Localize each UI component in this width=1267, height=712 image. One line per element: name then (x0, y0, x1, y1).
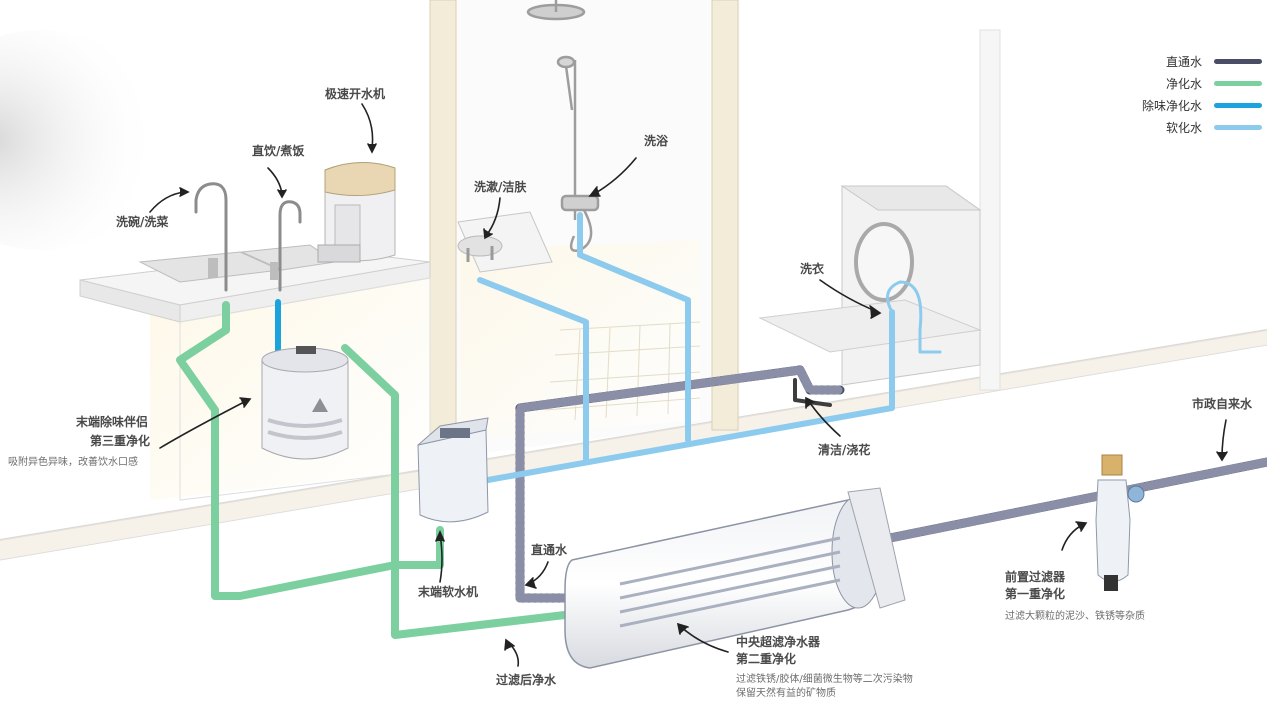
pre-filter (1095, 454, 1145, 591)
stage-third-subtitle: 第三重净化 (90, 434, 151, 448)
legend-swatch (1214, 102, 1262, 108)
callout-arrows (149, 103, 1228, 667)
label-clean-water-plants: 清洁/浇花 (818, 443, 871, 457)
legend-swatch (1214, 80, 1262, 86)
direct-water-pipes (515, 365, 1267, 603)
label-shower: 洗浴 (644, 134, 669, 148)
legend-swatch (1214, 58, 1262, 64)
stage-first-desc: 过滤大颗粒的泥沙、铁锈等杂质 (1005, 611, 1145, 622)
stage-first-subtitle: 第一重净化 (1005, 587, 1066, 601)
stage-third-title: 末端除味伴侣 (76, 415, 149, 429)
ultrafilter-tank (564, 487, 906, 669)
legend-item-deodorized: 除味净化水 (1142, 94, 1262, 116)
label-filtered-water: 过滤后净水 (496, 673, 557, 687)
kitchen-faucets (194, 182, 302, 292)
legend-item-purified: 净化水 (1142, 72, 1262, 94)
deodorizer-unit (261, 346, 349, 460)
label-softener: 末端软水机 (418, 585, 479, 599)
softener-unit (417, 417, 489, 523)
stage-second-title: 中央超滤净水器 (736, 635, 821, 649)
purified-water-pipes (176, 301, 594, 639)
stage-third-desc: 吸附异色异味，改善饮水口感 (8, 457, 138, 468)
legend-label: 除味净化水 (1141, 98, 1202, 113)
legend-item-softened: 软化水 (1142, 116, 1262, 138)
label-direct-water: 直通水 (531, 543, 568, 557)
label-laundry: 洗衣 (800, 262, 825, 276)
label-drink-cook: 直饮/煮饭 (252, 144, 305, 158)
water-boiler (317, 161, 396, 263)
label-water-boiler: 极速开水机 (325, 87, 386, 101)
washing-machine (758, 185, 982, 386)
stage-second-subtitle: 第二重净化 (736, 652, 797, 666)
legend-item-direct: 直通水 (1142, 50, 1262, 72)
stage-second-desc-2: 保留天然有益的矿物质 (736, 688, 836, 699)
label-municipal-water: 市政自来水 (1192, 397, 1253, 411)
softened-water-pipes (477, 212, 942, 483)
legend-swatch (1214, 124, 1262, 130)
label-dishwash: 洗碗/洗菜 (116, 215, 169, 229)
legend-label: 净化水 (1165, 76, 1202, 91)
legend: 直通水 净化水 除味净化水 软化水 (1142, 50, 1262, 138)
legend-label: 软化水 (1165, 120, 1202, 135)
label-rinse-skin: 洗漱/洁肤 (474, 180, 527, 194)
washbasin (457, 211, 553, 273)
stage-second-desc-1: 过滤铁锈/胶体/细菌微生物等二次污染物 (736, 674, 913, 685)
shower-tiles (544, 321, 701, 421)
stage-first-title: 前置过滤器 (1005, 570, 1066, 584)
legend-label: 直通水 (1165, 54, 1202, 69)
